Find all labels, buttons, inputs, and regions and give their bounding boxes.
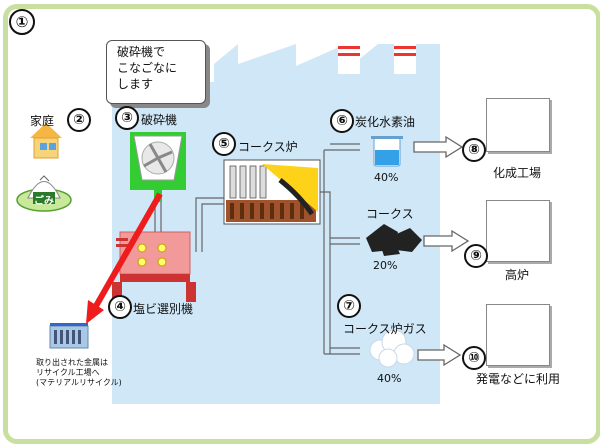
coke-oven [223, 159, 321, 225]
chem-plant-box [486, 98, 550, 152]
bubble-line: 破砕機で [117, 45, 166, 59]
separator-number: ④ [108, 295, 132, 319]
bubble-line: します [117, 77, 154, 91]
crusher-machine [130, 132, 186, 202]
oil-label: 炭化水素油 [355, 115, 416, 129]
power-number: ⑩ [462, 346, 486, 370]
output-arrows [413, 135, 470, 367]
bubble-line: こなごなに [117, 61, 178, 75]
separator-label: 塩ビ選別機 [133, 302, 194, 316]
blast-furnace-label: 高炉 [505, 268, 530, 282]
gas-number: ⑦ [337, 294, 361, 318]
speech-bubble: 破砕機で こなごなに します [106, 40, 206, 104]
metal-arrow [86, 192, 163, 324]
gas-cloud-icon [369, 329, 415, 368]
metal-note-line: リサイクル工場へ [36, 368, 100, 377]
power-box [486, 304, 550, 366]
gas-label: コークス炉ガス [343, 322, 427, 336]
blast-furnace-number: ⑨ [464, 244, 488, 268]
trash-icon [16, 175, 72, 212]
furnace-number: ⑤ [212, 132, 236, 156]
crusher-label: 破砕機 [141, 113, 178, 127]
blast-furnace-box [486, 200, 550, 262]
diagram-number: ① [9, 9, 35, 35]
furnace-label: コークス炉 [238, 140, 298, 154]
outer-frame [3, 4, 600, 444]
coke-label: コークス [366, 207, 414, 221]
crusher-number: ③ [115, 106, 139, 130]
metal-note-line: (マテリアルリサイクル) [36, 378, 122, 387]
home-label: 家庭 [30, 114, 55, 128]
trash-label: ごみ [34, 196, 54, 207]
pvc-separator-machine [112, 231, 196, 302]
gas-percent: 40% [377, 372, 402, 385]
metal-note-line: 取り出された金属は [36, 358, 108, 367]
chimney-right [394, 40, 416, 74]
oil-number: ⑥ [330, 109, 354, 133]
chem-plant-label: 化成工場 [493, 166, 542, 180]
power-label: 発電などに利用 [476, 372, 561, 386]
coke-pile-icon [366, 224, 422, 256]
chem-plant-number: ⑧ [462, 138, 486, 162]
coke-percent: 20% [373, 259, 398, 272]
oil-percent: 40% [374, 171, 399, 184]
house-icon [30, 123, 62, 159]
process-lines [154, 143, 360, 355]
beaker-icon [371, 136, 403, 167]
recycle-factory-icon [49, 323, 89, 349]
home-number: ② [67, 108, 91, 132]
chimney-left [338, 40, 360, 74]
